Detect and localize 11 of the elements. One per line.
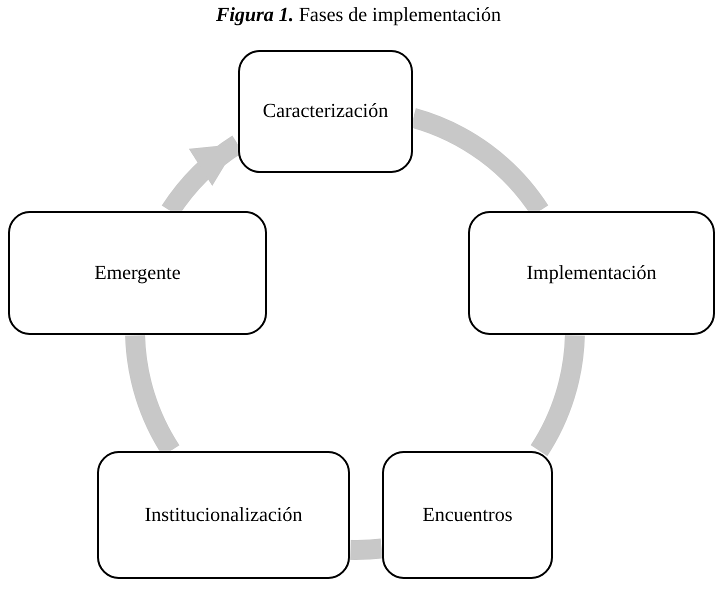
- phase-label: Implementación: [526, 262, 656, 284]
- phase-label: Institucionalización: [144, 504, 302, 526]
- phase-label: Caracterización: [262, 100, 388, 123]
- phase-box: [382, 451, 553, 579]
- figure-title: Figura 1. Fases de implementación: [215, 4, 502, 27]
- phase-label: Encuentros: [422, 504, 512, 526]
- phase-box: [97, 451, 350, 579]
- phase-box: [238, 50, 413, 173]
- phase-box: [8, 211, 267, 335]
- phase-label: Emergente: [94, 262, 181, 284]
- phase-box: [468, 211, 715, 335]
